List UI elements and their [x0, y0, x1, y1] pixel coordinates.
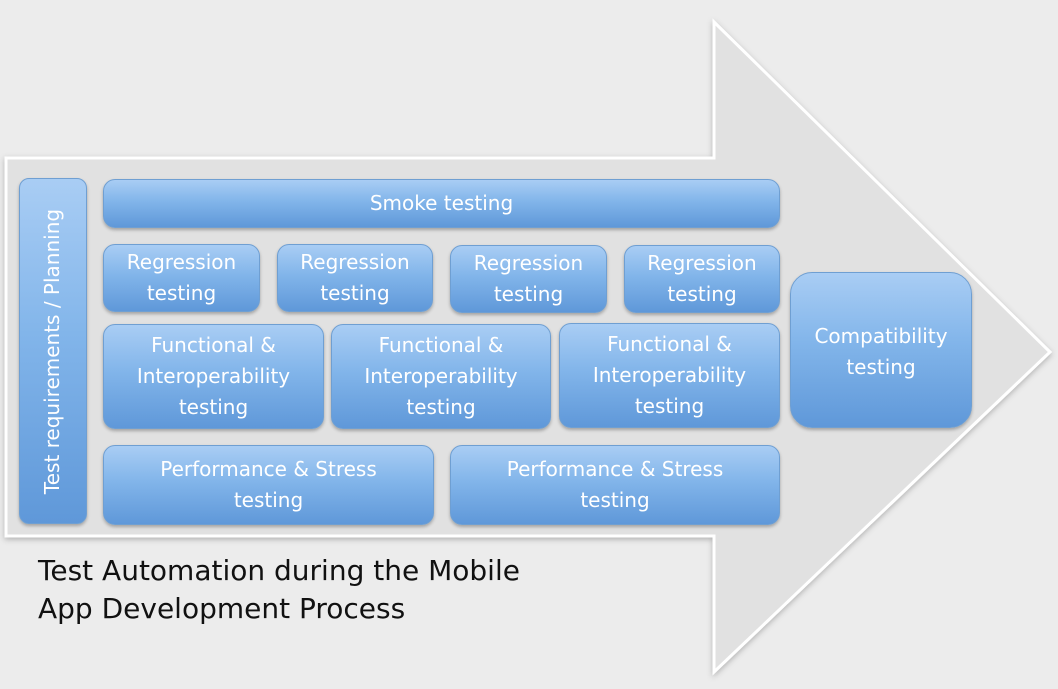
regression-testing-box: Regression testing: [277, 244, 433, 312]
regression-testing-box: Regression testing: [103, 244, 260, 312]
regression-testing-box: Regression testing: [450, 245, 607, 313]
performance-testing-box: Performance & Stress testing: [103, 445, 434, 525]
functional-testing-box: Functional & Interoperability testing: [331, 324, 551, 429]
planning-box: Test requirements / Planning: [19, 178, 87, 524]
smoke-testing-box: Smoke testing: [103, 179, 780, 228]
planning-label: Test requirements / Planning: [40, 208, 65, 494]
regression-testing-box: Regression testing: [624, 245, 780, 313]
performance-testing-box: Performance & Stress testing: [450, 445, 780, 525]
diagram-caption: Test Automation during the Mobile App De…: [38, 554, 520, 625]
compatibility-testing-box: Compatibility testing: [790, 272, 972, 428]
functional-testing-box: Functional & Interoperability testing: [559, 323, 780, 428]
functional-testing-box: Functional & Interoperability testing: [103, 324, 324, 429]
